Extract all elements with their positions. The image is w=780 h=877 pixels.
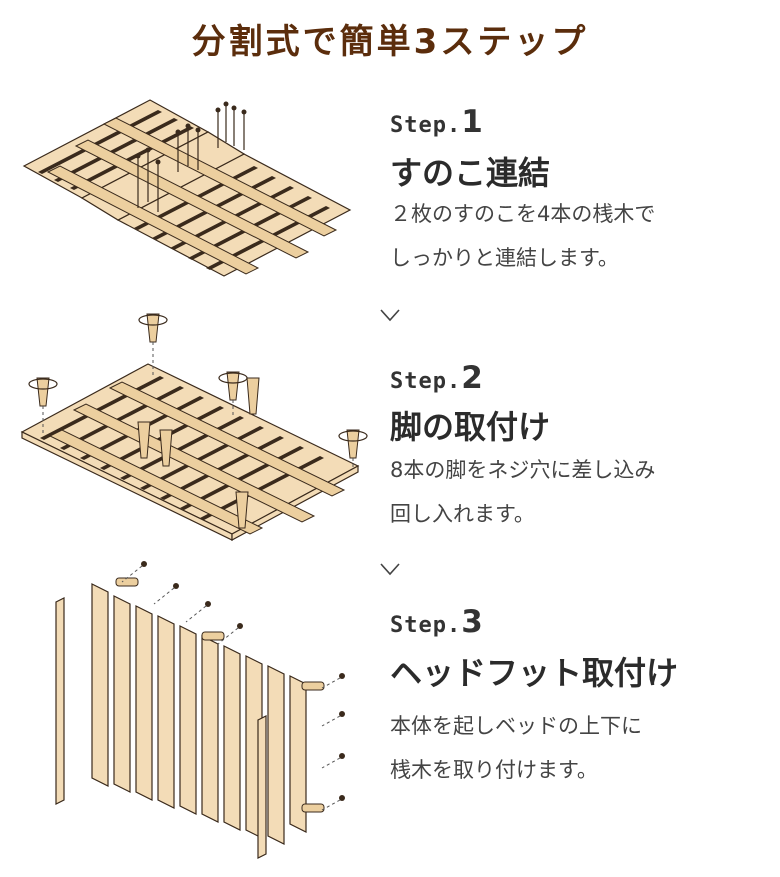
- step-3-label: Step.3: [390, 604, 484, 640]
- step-2-number: 2: [461, 360, 484, 396]
- legs-attach-illustration: [20, 313, 368, 542]
- step-1-description: ２枚のすのこを4本の桟木で しっかりと連結します。: [390, 202, 656, 270]
- step-3-prefix: Step.: [390, 613, 462, 638]
- step-3-description: 本体を起しベッドの上下に 桟木を取り付けます。: [390, 714, 642, 782]
- step-2-description: 8本の脚をネジ穴に差し込み 回し入れます。: [390, 458, 656, 526]
- chevron-down-icon: [380, 563, 400, 576]
- step-3-number: 3: [461, 604, 484, 640]
- slats-connect-illustration: [22, 99, 352, 277]
- headfoot-attach-illustration: [55, 561, 345, 859]
- step-2-prefix: Step.: [390, 369, 462, 394]
- step-1-number: 1: [461, 104, 484, 140]
- page-title: 分割式で簡単3ステップ: [191, 22, 589, 62]
- step-2-label: Step.2: [390, 360, 484, 396]
- step-1-title: すのこ連結: [390, 154, 551, 192]
- step-1-prefix: Step.: [390, 113, 462, 138]
- chevron-down-icon: [380, 309, 400, 322]
- step-2-title: 脚の取付け: [390, 408, 551, 446]
- step-1-label: Step.1: [390, 104, 484, 140]
- step-3-title: ヘッドフット取付け: [390, 654, 679, 692]
